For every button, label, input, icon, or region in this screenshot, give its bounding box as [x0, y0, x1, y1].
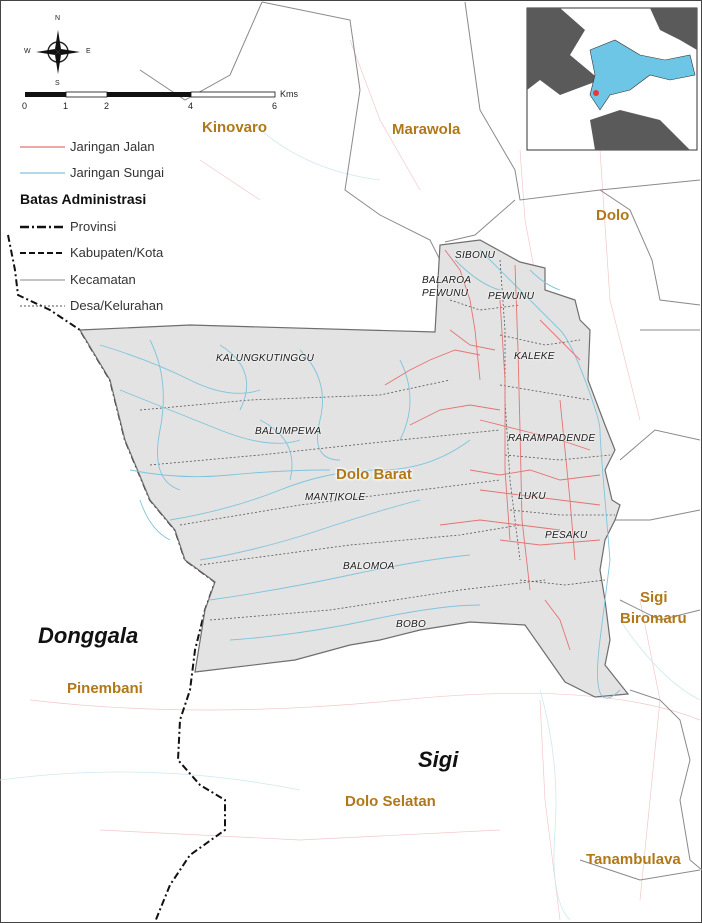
regency-label-sigi: Sigi [418, 747, 459, 772]
legend-province: Provinsi [70, 219, 117, 234]
village-label-balumpewa: BALUMPEWA [255, 426, 322, 437]
legend-district: Kecamatan [70, 272, 136, 287]
village-label-balomoa: BALOMOA [343, 561, 395, 572]
district-label-dolo-selatan: Dolo Selatan [345, 793, 436, 810]
district-label-kinovaro: Kinovaro [202, 119, 268, 136]
legend-village: Desa/Kelurahan [70, 298, 164, 313]
scale-tick-4: 4 [188, 101, 194, 111]
legend-symbols [20, 146, 65, 307]
district-label-sigi-biromaru-2: Biromaru [620, 610, 687, 627]
compass-rose [36, 30, 80, 74]
regency-label-donggala: Donggala [38, 623, 139, 648]
scale-tick-1: 1 [63, 101, 69, 111]
village-label-rarampadende: RARAMPADENDE [508, 433, 596, 444]
village-label-luku: LUKU [518, 491, 546, 502]
village-label-kaleke: KALEKE [514, 351, 555, 362]
village-label-kalungkutinggu: KALUNGKUTINGGU [216, 353, 315, 364]
legend-regency: Kabupaten/Kota [70, 245, 164, 260]
compass-s-label: S [55, 80, 60, 87]
compass-n-label: N [55, 15, 61, 22]
village-label-balaroa-1: BALAROA [422, 275, 472, 286]
district-label-sigi-biromaru-1: Sigi [640, 589, 668, 606]
village-label-bobo: BOBO [396, 619, 427, 630]
scale-tick-0: 0 [22, 101, 28, 111]
background-rivers [0, 119, 701, 921]
village-label-sibonu: SIBONU [455, 250, 496, 261]
district-label-dolo: Dolo [596, 207, 630, 224]
inset-map [526, 7, 698, 151]
legend-river: Jaringan Sungai [70, 165, 164, 180]
scale-tick-6: 6 [272, 101, 278, 111]
village-label-pesaku: PESAKU [545, 530, 588, 541]
legend-road: Jaringan Jalan [70, 139, 155, 154]
compass-e-label: E [86, 48, 91, 55]
village-label-balaroa-2: PEWUNU [422, 288, 469, 299]
district-label-pinembani: Pinembani [67, 680, 143, 697]
study-roads [384, 249, 601, 651]
village-label-mantikole: MANTIKOLE [305, 492, 366, 503]
study-rivers [99, 249, 621, 699]
village-label-pewunu: PEWUNU [488, 291, 535, 302]
scale-tick-2: 2 [104, 101, 110, 111]
district-boundaries [139, 1, 702, 881]
scale-unit: Kms [280, 89, 298, 99]
district-label-marawola: Marawola [392, 121, 461, 138]
compass-w-label: W [24, 48, 31, 55]
scale-bar [25, 91, 276, 98]
district-label-tanambulava: Tanambulava [586, 851, 681, 868]
district-label-dolo-barat: Dolo Barat [336, 466, 412, 483]
legend-admin-title: Batas Administrasi [20, 191, 147, 207]
